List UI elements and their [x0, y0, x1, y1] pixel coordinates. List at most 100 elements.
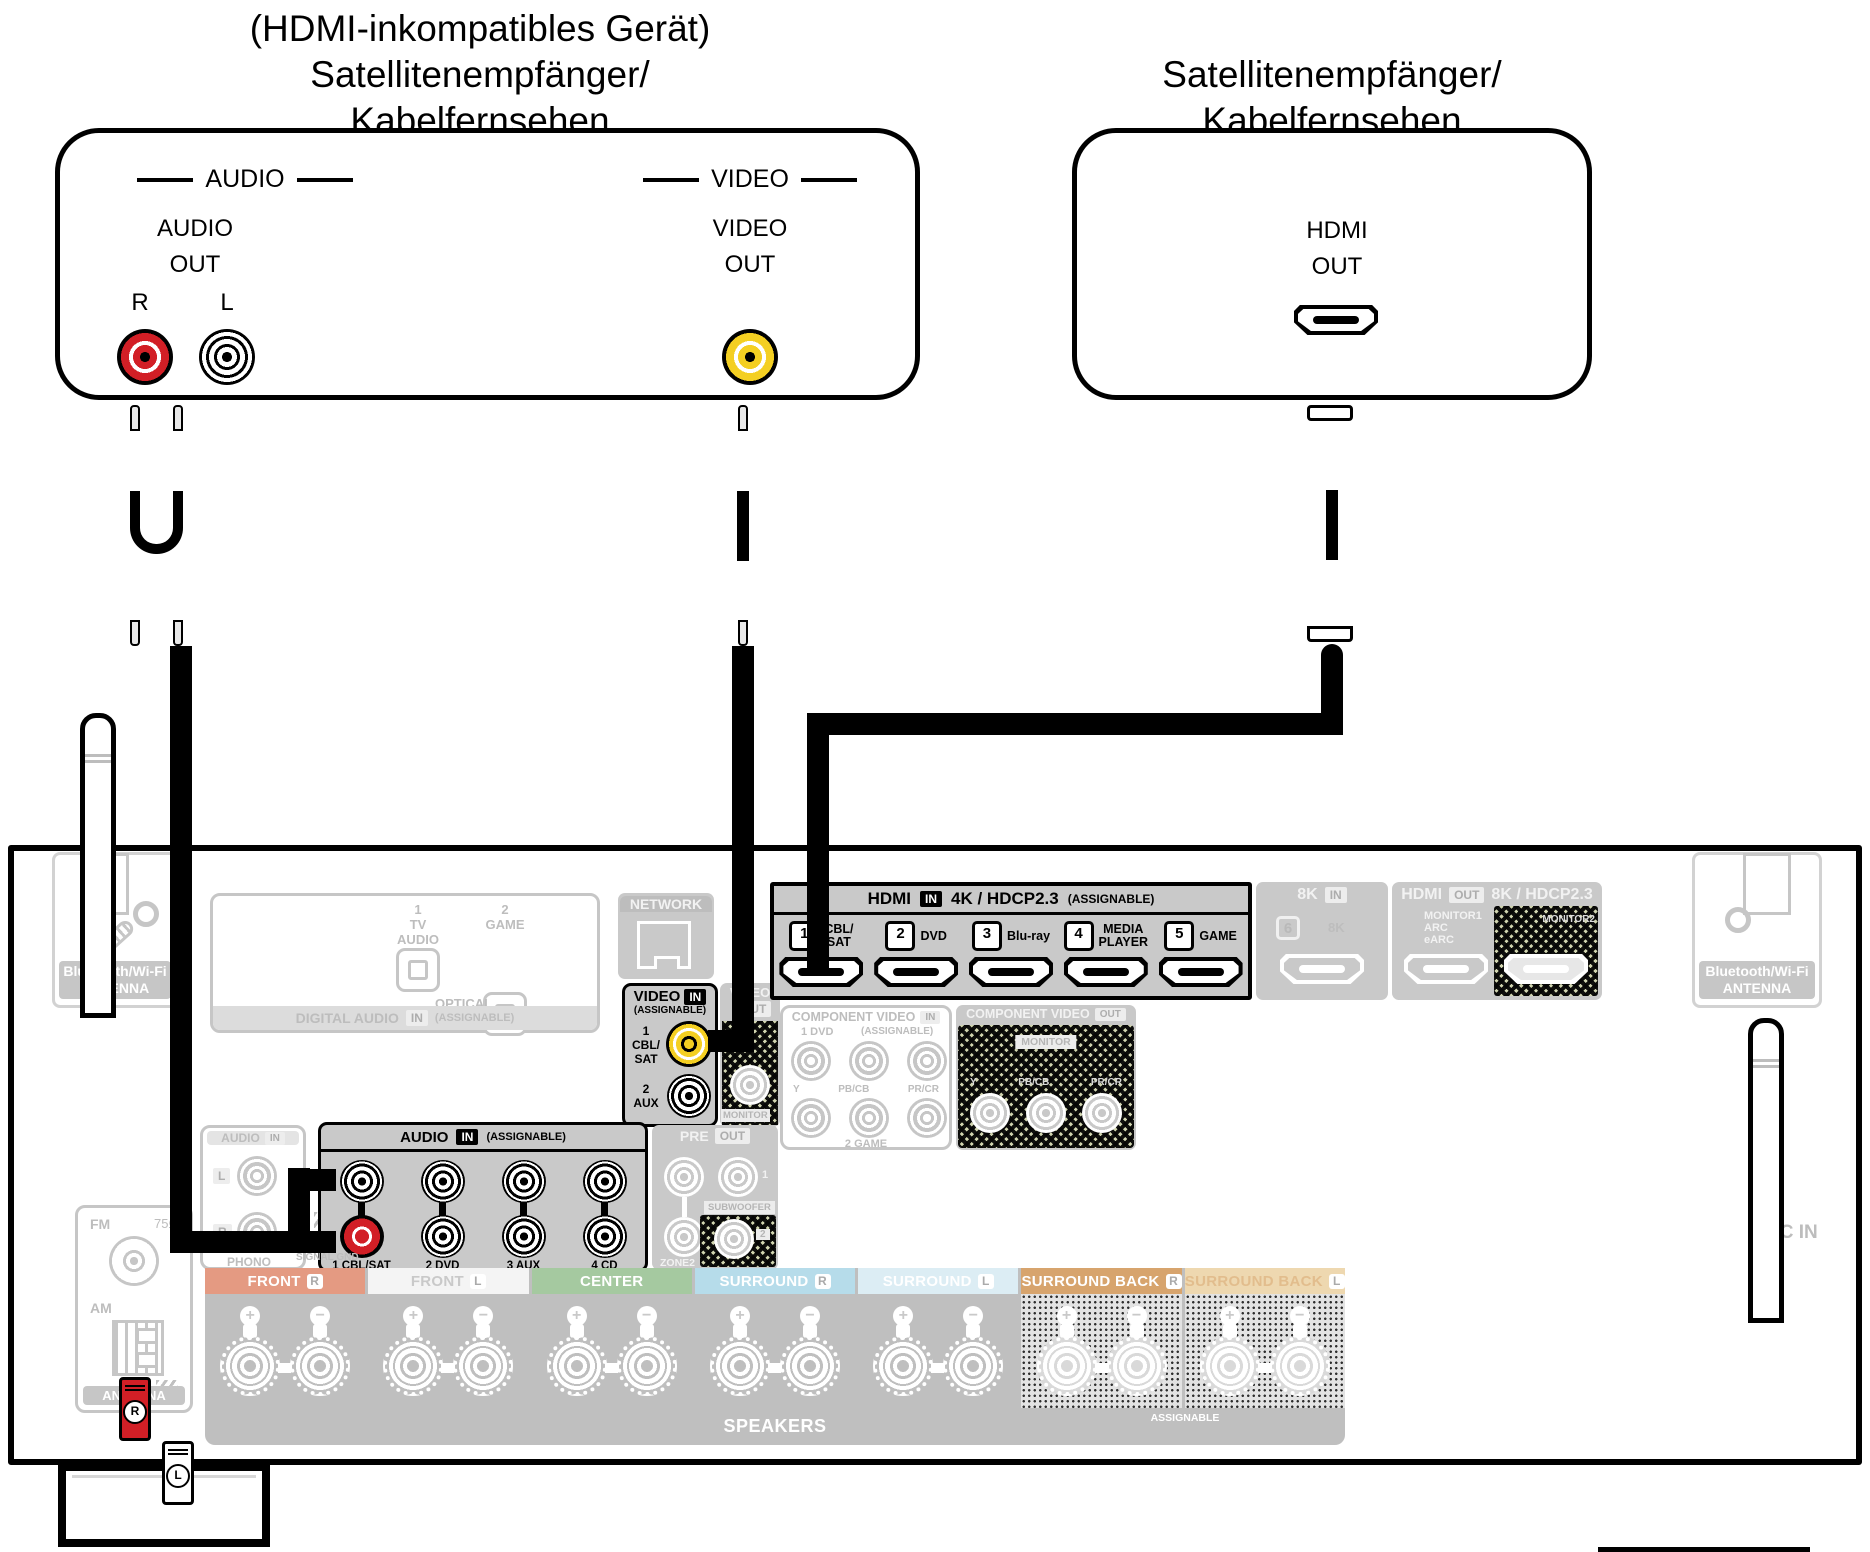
- hdmi-in-port-6: [1280, 954, 1364, 984]
- antenna-screw-icon: [133, 901, 159, 927]
- audio-in-section: AUDIO IN (ASSIGNABLE) 1 CBL/SAT 2 DVD: [318, 1122, 648, 1272]
- binding-post-minus: −: [1269, 1306, 1330, 1396]
- digital-audio-section: 1 TV AUDIO 2 GAME OPTICAL DIGITAL AUDIO …: [210, 893, 600, 1036]
- hdmi-in-section: HDMI IN 4K / HDCP2.3 (ASSIGNABLE) 1 CBL/…: [770, 882, 1252, 1000]
- optical-1-label: 1 TV AUDIO: [397, 902, 439, 947]
- component-jack: [907, 1041, 947, 1081]
- speaker-channel-header: SURROUND BACK R: [1021, 1268, 1182, 1294]
- dash: [800, 177, 857, 182]
- audio-in-header: AUDIO IN (ASSIGNABLE): [321, 1125, 645, 1152]
- hdmi-port-label: 5 GAME: [1164, 915, 1237, 957]
- speaker-channel-header: SURROUND BACK L: [1184, 1268, 1345, 1294]
- speakers-assignable-label: ASSIGNABLE: [1150, 1412, 1220, 1424]
- audio-in-jack-top: [582, 1160, 627, 1204]
- phono-label: PHONO: [227, 1255, 272, 1269]
- speaker-terminal: CENTER + −: [531, 1268, 692, 1408]
- aux-video-label: 2 AUX: [633, 1082, 659, 1110]
- binding-post-plus: +: [873, 1306, 934, 1396]
- phono-header: AUDIO IN: [207, 1131, 299, 1145]
- antenna-screw-icon: [1725, 907, 1751, 933]
- audio-in-jack-bottom: [501, 1214, 546, 1258]
- optical-2-label: 2 GAME: [485, 902, 525, 932]
- left-device-box: AUDIO AUDIO OUT R L VIDEO VIDEO OUT: [55, 128, 920, 400]
- post-bar: [931, 1363, 946, 1373]
- hdmi-in-port: [1063, 957, 1148, 987]
- hdmi-in-port-column: 5 GAME: [1153, 915, 1248, 1000]
- video-group-label: VIDEO: [585, 165, 915, 194]
- binding-post-plus: +: [1036, 1306, 1097, 1396]
- channel-l-label: L: [220, 289, 234, 316]
- binding-post-plus: +: [1199, 1306, 1260, 1396]
- post-bar: [604, 1363, 619, 1373]
- pre-out-zone2-jack: [664, 1217, 704, 1257]
- signal-gnd-label: SIGNAL GND: [296, 1252, 359, 1263]
- hdmi-in-port: [968, 957, 1053, 987]
- monitor-label: MONITOR: [721, 1109, 770, 1122]
- audio-in-column: 2 DVD: [402, 1152, 483, 1272]
- pre-out-jack: [664, 1157, 704, 1197]
- audio-group-label: AUDIO: [80, 165, 410, 194]
- binding-post-plus: +: [220, 1306, 281, 1396]
- component-in-header: COMPONENT VIDEO IN: [783, 1010, 949, 1024]
- audio-in-columns: 1 CBL/SAT 2 DVD 3 AUX: [321, 1152, 645, 1272]
- speaker-terminal: SURROUND BACK R + −: [1021, 1268, 1182, 1408]
- hdmi-in-port-column: 3 Blu-ray: [964, 915, 1059, 1000]
- pre-out-sub2-jack: [714, 1219, 754, 1259]
- hdmi-in-header: HDMI IN 4K / HDCP2.3 (ASSIGNABLE): [774, 886, 1248, 915]
- post-bar: [441, 1363, 456, 1373]
- component-video-in-section: COMPONENT VIDEO IN 1 DVD (ASSIGNABLE) Y …: [780, 1005, 952, 1150]
- speakers-section: FRONT R + −: [205, 1268, 1345, 1445]
- speaker-channels: FRONT R + −: [205, 1268, 1345, 1408]
- component-jack: [907, 1098, 947, 1138]
- fm-coax-jack: [109, 1236, 159, 1286]
- speaker-channel-header: FRONT R: [205, 1268, 366, 1294]
- component-out-jack: [1082, 1093, 1122, 1133]
- binding-post-plus: +: [709, 1306, 770, 1396]
- pre-out-header: PRE OUT: [652, 1128, 778, 1144]
- connector-line: [601, 1202, 608, 1216]
- binding-post-minus: −: [779, 1306, 840, 1396]
- bt-antenna-base-right: Bluetooth/Wi-Fi ANTENNA: [1692, 852, 1822, 1008]
- hdmi-port-label: 4 MEDIA PLAYER: [1063, 915, 1148, 957]
- post-bar: [1094, 1363, 1109, 1373]
- component-jack: [849, 1098, 889, 1138]
- monitor1-arc-label: MONITOR1 ARC eARC: [1424, 910, 1482, 946]
- post-bar: [767, 1363, 782, 1373]
- hdmi-in-port-column: 4 MEDIA PLAYER: [1058, 915, 1153, 1000]
- right-device-title: Satellitenempfänger/ Kabelfernsehen: [1162, 54, 1502, 141]
- component-out-jack: [970, 1093, 1010, 1133]
- post-bar: [278, 1363, 293, 1373]
- monitor2-label: MONITOR2: [1542, 914, 1595, 925]
- audio-in-jack-bottom: [420, 1214, 465, 1258]
- audio-in-jack-top: [420, 1160, 465, 1204]
- connector-line: [682, 1197, 687, 1217]
- device-hdmi-out-port: [1294, 305, 1378, 335]
- ethernet-port: [637, 921, 691, 969]
- audio-in-column: 3 AUX: [483, 1152, 564, 1272]
- hdmi-port-6-numbox: 6: [1276, 916, 1300, 940]
- dash: [137, 177, 194, 182]
- component-in-col-labels: Y PB/CB PR/CR: [793, 1084, 939, 1095]
- network-label: NETWORK: [620, 896, 712, 912]
- binding-post-minus: −: [290, 1306, 351, 1396]
- hdmi-port-label: 2 DVD: [885, 915, 947, 957]
- binding-post-minus: −: [1106, 1306, 1167, 1396]
- speaker-channel-header: SURROUND R: [694, 1268, 856, 1294]
- hdmi-out-header: HDMI OUT 8K / HDCP2.3: [1401, 886, 1593, 903]
- phono-l-jack: [237, 1156, 277, 1196]
- speaker-terminal: SURROUND R + −: [694, 1268, 856, 1408]
- audio-out-l-jack: [199, 329, 255, 385]
- hdmi-cable: [0, 405, 1870, 1468]
- video-in-assignable: (ASSIGNABLE): [633, 1005, 707, 1016]
- subwoofer-label: SUBWOOFER: [704, 1201, 775, 1214]
- component-monitor-label: MONITOR: [1015, 1035, 1077, 1049]
- video-in-section: VIDEO IN (ASSIGNABLE) 1 CBL/ SAT 2 AUX: [622, 983, 718, 1127]
- hdmi-8k-section: 8K IN 6 8K: [1256, 882, 1388, 1000]
- channel-r-label: R: [131, 289, 149, 316]
- receiver-foot-right: [1598, 1547, 1810, 1552]
- am-terminal: [112, 1320, 164, 1376]
- binding-post-minus: −: [943, 1306, 1004, 1396]
- audio-in-jack-bottom: [339, 1214, 384, 1258]
- video-out-jack: [722, 329, 778, 385]
